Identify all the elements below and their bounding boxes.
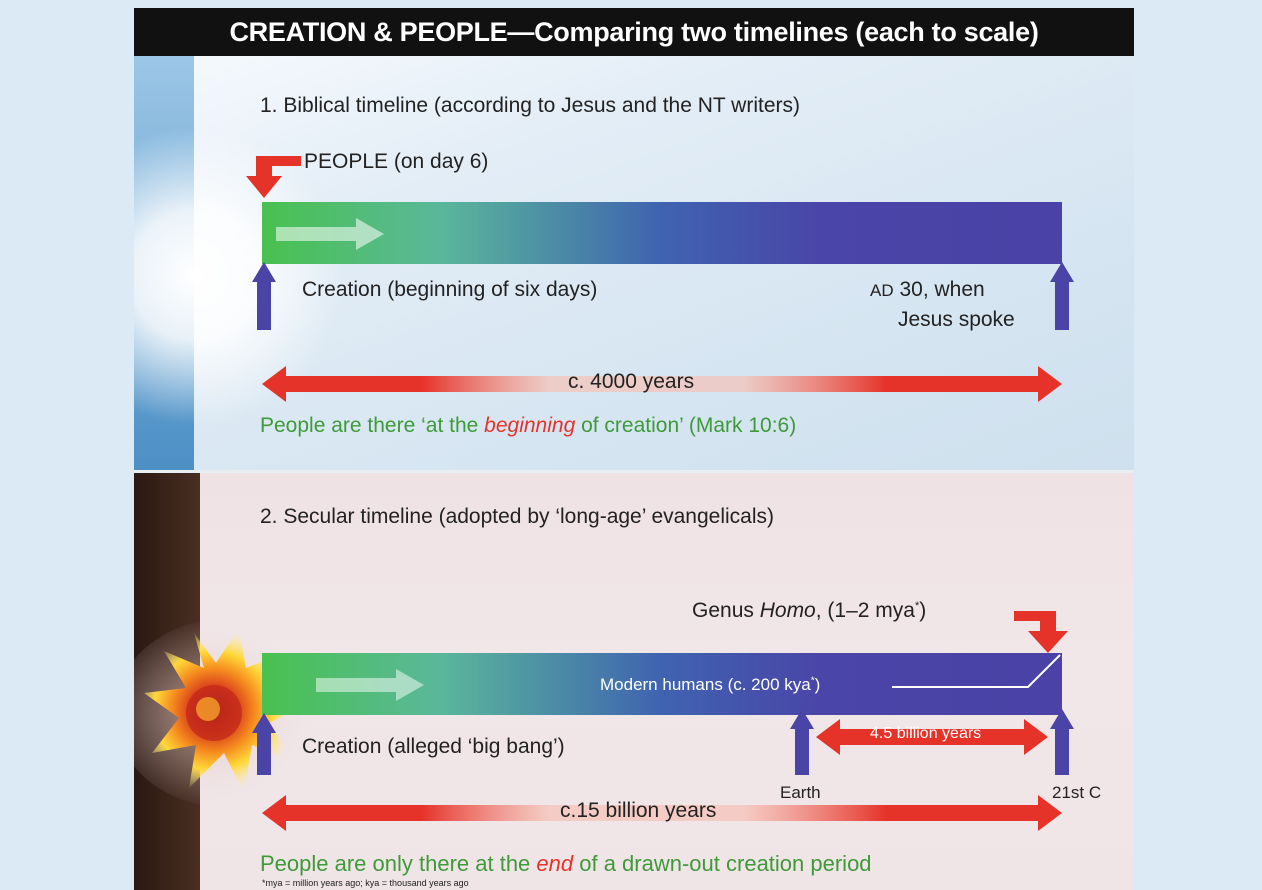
figure-title: CREATION & PEOPLE—Comparing two timeline…: [134, 8, 1134, 56]
modern-close-text: ): [814, 675, 821, 694]
note-text-end-2: of a drawn-out creation period: [573, 851, 872, 876]
21st-century-marker-arrow-icon: [1050, 709, 1074, 775]
genus-text: Genus: [692, 599, 760, 622]
ad30-marker-arrow-icon: [1050, 262, 1074, 330]
direction-arrow-icon: [276, 218, 384, 250]
people-label: PEOPLE (on day 6): [304, 150, 489, 173]
timeline-figure: CREATION & PEOPLE—Comparing two timeline…: [134, 8, 1134, 890]
modern-humans-text: Modern humans (c. 200 kya: [600, 675, 811, 694]
span-15-billion-years-arrow-icon: [262, 795, 1062, 831]
genus-date-text: , (1–2 mya: [815, 599, 915, 622]
panel-2-note: People are only there at the end of a dr…: [260, 851, 872, 877]
span-15-billion-years-label: c.15 billion years: [560, 799, 717, 822]
creation-marker-arrow-icon-2: [252, 713, 276, 775]
panel-2-heading: 2. Secular timeline (adopted by ‘long-ag…: [260, 505, 775, 528]
people-arrow-icon: [246, 156, 301, 198]
ad30-label-line1: AD 30, when: [870, 278, 985, 302]
earth-span-label: 4.5 billion years: [870, 725, 982, 742]
biblical-timeline-bar: [262, 202, 1062, 264]
panel-1-note: People are there ‘at the beginning of cr…: [260, 414, 796, 438]
genus-close-text: ): [919, 599, 927, 622]
note-text: People are there ‘at the: [260, 414, 485, 437]
genus-asterisk: *: [914, 600, 920, 612]
earth-label: Earth: [780, 783, 821, 802]
genus-homo-arrow-icon: [1014, 611, 1068, 653]
big-bang-creation-label: Creation (alleged ‘big bang’): [302, 735, 565, 758]
creation-marker-arrow-icon: [252, 262, 276, 330]
span-4000-years-arrow-icon: [262, 366, 1062, 402]
direction-arrow-icon-2: [316, 669, 424, 701]
genus-homo-label: Genus Homo, (1–2 mya*): [692, 599, 926, 623]
ad30-year-label: 30, when: [893, 278, 985, 301]
modern-humans-pointer-line: [892, 654, 1061, 688]
span-4000-years-label: c. 4000 years: [568, 370, 695, 393]
note-emphasis: beginning: [484, 414, 576, 437]
panel-1-heading: 1. Biblical timeline (according to Jesus…: [260, 94, 801, 117]
footnote: *mya = million years ago; kya = thousand…: [262, 878, 469, 888]
secular-timeline-panel: 2. Secular timeline (adopted by ‘long-ag…: [134, 470, 1134, 890]
earth-span-arrow-icon: [816, 719, 1048, 755]
ad30-label-line2: Jesus spoke: [898, 308, 1015, 331]
creation-label: Creation (beginning of six days): [302, 278, 598, 301]
biblical-timeline-panel: 1. Biblical timeline (according to Jesus…: [134, 56, 1134, 470]
era-label: AD: [870, 281, 894, 300]
modern-asterisk: *: [810, 675, 815, 687]
modern-humans-label: Modern humans (c. 200 kya*): [600, 675, 820, 695]
note-text-end: of creation’ (Mark 10:6): [575, 414, 797, 437]
earth-marker-arrow-icon: [790, 709, 814, 775]
note-text-2: People are only there at the: [260, 851, 537, 876]
note-emphasis-2: end: [536, 851, 574, 876]
genus-homo-emphasis: Homo: [759, 599, 816, 622]
21st-century-label: 21st C: [1052, 783, 1102, 802]
